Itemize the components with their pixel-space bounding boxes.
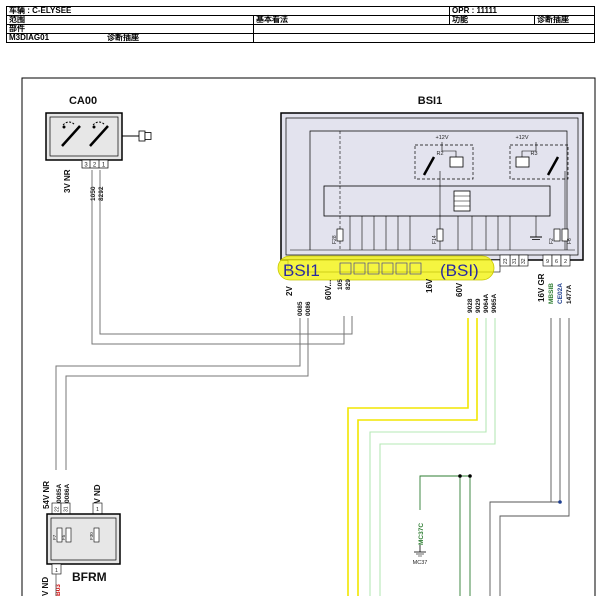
junction-dot-c	[558, 500, 562, 504]
bfrm-bottom-pin-box	[51, 563, 62, 575]
fuse-f28-label: F28	[332, 235, 338, 244]
fuse-f6-label: F6	[567, 238, 573, 244]
bsi-wire-9065a: 9065A	[491, 294, 498, 313]
ca00-title: CA00	[69, 95, 97, 107]
bfrm-pin-1: 1	[96, 507, 99, 513]
bsi-wire-829: 829	[345, 279, 352, 290]
bsi-wire-1477a: 1477A	[566, 285, 573, 304]
ca00-pin-2: 2	[93, 163, 97, 169]
bsi-60v-b-label: 60V	[455, 282, 464, 297]
header-table: 车辆 : C-ELYSEE OPR : 11111 范围 基本看法 功能 诊断插…	[5, 6, 595, 43]
ca00-component	[45, 112, 152, 169]
bsi-wire-mbsib: MBSIB	[548, 283, 555, 304]
ca00-wire-1050: 1050	[90, 186, 97, 201]
bfrm-title: BFRM	[72, 570, 107, 584]
bfrm-1v-label: 1V ND	[93, 484, 102, 508]
bsi-wire-105: 105	[337, 279, 344, 290]
bsi-16v-gr-label: 16V GR	[537, 273, 546, 302]
bsi-pin-32: 32	[521, 258, 527, 264]
fuse-f2-label: F2	[549, 238, 555, 244]
bfrm-54v-label: 54V NR	[42, 481, 51, 509]
relay-r3-label: R3	[530, 151, 537, 157]
code-text: M3DIAG01	[9, 33, 50, 42]
bsi1-title: BSI1	[418, 95, 442, 107]
bsi-pin-9: 9	[546, 259, 549, 265]
bsi1-highlight	[277, 255, 495, 281]
ca00-connector-label: 3V NR	[63, 169, 72, 193]
fuse-f5-label: F5	[61, 534, 66, 540]
bsi-wire-0085: 0085	[297, 301, 304, 316]
fuse-f14-label: F14	[432, 235, 438, 244]
ca00-pin-3: 3	[84, 163, 88, 169]
bsi-overlay-label: (BSI)	[440, 261, 479, 280]
bfrm-wire-0086a: 0086A	[64, 484, 71, 503]
bsi-wire-9028: 9028	[467, 298, 474, 313]
plus12v-label-a: +12V	[436, 135, 449, 141]
mc37c-label: MC37C	[418, 523, 425, 545]
plus12v-label-b: +12V	[516, 135, 529, 141]
bsi-wire-0086: 0086	[305, 301, 312, 316]
bsi-pin-23: 23	[503, 258, 509, 264]
bsi-2v-label: 2V	[285, 286, 294, 296]
code-empty	[253, 33, 595, 43]
ground-icon	[414, 545, 426, 557]
mc37-wires	[419, 475, 471, 596]
bsi-pin-2: 2	[564, 259, 567, 265]
bfrm-pin-22: 22	[55, 506, 61, 512]
bfrm-component	[46, 513, 121, 565]
light-green-wires	[369, 318, 496, 596]
ca00-wire-8292: 8292	[98, 186, 105, 201]
overlay-boxes	[339, 262, 422, 275]
bsi-wire-9064a: 9064A	[483, 294, 490, 313]
bsi1-overlay-label: BSI1	[283, 261, 320, 280]
mc37-label: MC37	[413, 560, 428, 566]
grey-wires	[55, 170, 353, 470]
bsi-pin-6: 6	[555, 259, 558, 265]
fuse-f30-label: F30	[89, 532, 94, 540]
code-desc: 诊断插座	[107, 33, 140, 42]
bsi-pin-31: 31	[512, 258, 518, 264]
bfrm-bottom-label: V ND	[41, 577, 50, 596]
bsi-60v-a-label: 60V...	[324, 280, 333, 300]
bsi-wire-9029: 9029	[475, 298, 482, 313]
diagram-frame	[21, 77, 596, 596]
bfrm-wire-b03: B03	[55, 584, 62, 596]
bsi-right-pins	[499, 254, 571, 267]
bsi-wire-ce02a: CE02A	[557, 283, 564, 304]
relay-r2-label: R2	[436, 151, 443, 157]
junction-dot-b	[468, 474, 472, 478]
bfrm-wire-0085a: 0085A	[56, 484, 63, 503]
key-icon	[138, 130, 152, 142]
bsi1-component	[280, 112, 584, 261]
junction-dot-a	[458, 474, 462, 478]
ca00-pin-1: 1	[102, 163, 106, 169]
yellow-wires	[347, 318, 478, 596]
bfrm-pin-31: 31	[64, 506, 70, 512]
fuse-f7-label: F7	[52, 534, 57, 540]
bsi-16v-label: 16V	[425, 278, 434, 293]
right-bus-wires	[489, 318, 570, 596]
bfrm-bottom-pin: 1	[55, 568, 58, 574]
